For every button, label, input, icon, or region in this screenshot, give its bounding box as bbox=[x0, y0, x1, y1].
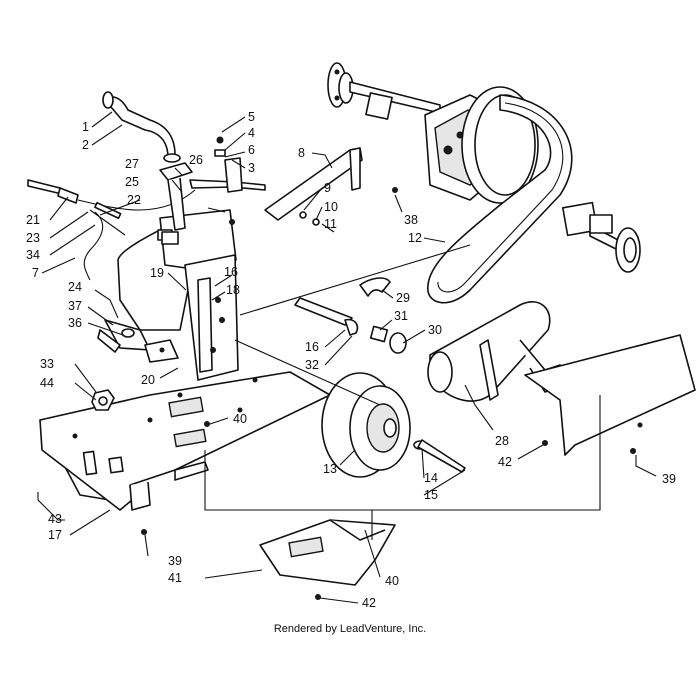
callout-32: 32 bbox=[305, 358, 319, 372]
callout-39b: 39 bbox=[168, 554, 182, 568]
callout-16b: 16 bbox=[305, 340, 319, 354]
nut-35 bbox=[229, 219, 235, 225]
callout-28: 28 bbox=[495, 434, 509, 448]
nut-33 bbox=[91, 389, 115, 411]
callout-25: 25 bbox=[125, 175, 139, 189]
nut-38 bbox=[392, 187, 398, 193]
nut-40 bbox=[204, 421, 210, 427]
callout-39: 39 bbox=[662, 472, 676, 486]
callout-labels: 1 2 3 4 5 6 7 8 9 10 11 12 13 14 15 16 1… bbox=[26, 110, 676, 610]
callout-3: 3 bbox=[248, 161, 255, 175]
callout-17: 17 bbox=[48, 528, 62, 542]
callout-2: 2 bbox=[82, 138, 89, 152]
callout-42: 42 bbox=[498, 455, 512, 469]
callout-26: 26 bbox=[189, 153, 203, 167]
callout-27: 27 bbox=[125, 157, 139, 171]
callout-1: 1 bbox=[82, 120, 89, 134]
callout-37: 37 bbox=[68, 299, 82, 313]
callout-34: 34 bbox=[26, 248, 40, 262]
callout-43: 43 bbox=[48, 512, 62, 526]
mounting-bracket bbox=[264, 147, 363, 221]
callout-16: 16 bbox=[224, 265, 238, 279]
hose bbox=[102, 91, 181, 163]
callout-13: 13 bbox=[323, 462, 337, 476]
callout-14: 14 bbox=[424, 471, 438, 485]
nut-39 bbox=[141, 529, 147, 535]
callout-44: 44 bbox=[40, 376, 54, 390]
drive-belt bbox=[427, 94, 573, 304]
motor-mount bbox=[97, 319, 179, 363]
callout-31: 31 bbox=[394, 309, 408, 323]
callout-20: 20 bbox=[141, 373, 155, 387]
callout-18: 18 bbox=[226, 283, 240, 297]
leader-lines bbox=[37, 111, 657, 604]
callout-24: 24 bbox=[68, 280, 82, 294]
nut-39b bbox=[630, 448, 636, 454]
callout-9: 9 bbox=[324, 181, 331, 195]
callout-15: 15 bbox=[424, 488, 438, 502]
heat-shield bbox=[524, 334, 696, 456]
callout-29: 29 bbox=[396, 291, 410, 305]
callout-5: 5 bbox=[248, 110, 255, 124]
nut-42 bbox=[542, 440, 548, 446]
callout-22: 22 bbox=[127, 193, 141, 207]
washer-9 bbox=[299, 211, 307, 219]
callout-38: 38 bbox=[404, 213, 418, 227]
exhaust-spring bbox=[369, 325, 407, 354]
callout-40b: 40 bbox=[385, 574, 399, 588]
cable-bracket bbox=[189, 136, 266, 193]
callout-10: 10 bbox=[324, 200, 338, 214]
nut-42b bbox=[315, 594, 321, 600]
engine-plate bbox=[39, 371, 331, 511]
callout-33: 33 bbox=[40, 357, 54, 371]
clutch-bolt bbox=[413, 439, 466, 473]
callout-4: 4 bbox=[248, 126, 255, 140]
callout-8: 8 bbox=[298, 146, 305, 160]
footer-credit: Rendered by LeadVenture, Inc. bbox=[274, 623, 426, 635]
callout-11: 11 bbox=[324, 217, 337, 231]
callout-6: 6 bbox=[248, 143, 255, 157]
callout-12: 12 bbox=[408, 231, 422, 245]
throttle-cable bbox=[27, 179, 196, 281]
callout-7: 7 bbox=[32, 266, 39, 280]
callout-40: 40 bbox=[233, 412, 247, 426]
callout-23: 23 bbox=[26, 231, 40, 245]
callout-30: 30 bbox=[428, 323, 442, 337]
callout-36: 36 bbox=[68, 316, 82, 330]
skid-plate bbox=[259, 519, 396, 586]
drive-clutch bbox=[321, 372, 411, 478]
callout-19: 19 bbox=[150, 266, 164, 280]
callout-41: 41 bbox=[168, 571, 182, 585]
callout-42b: 42 bbox=[362, 596, 376, 610]
callout-21: 21 bbox=[26, 213, 40, 227]
exhaust-pipe bbox=[294, 277, 391, 336]
driven-clutch bbox=[424, 86, 539, 204]
